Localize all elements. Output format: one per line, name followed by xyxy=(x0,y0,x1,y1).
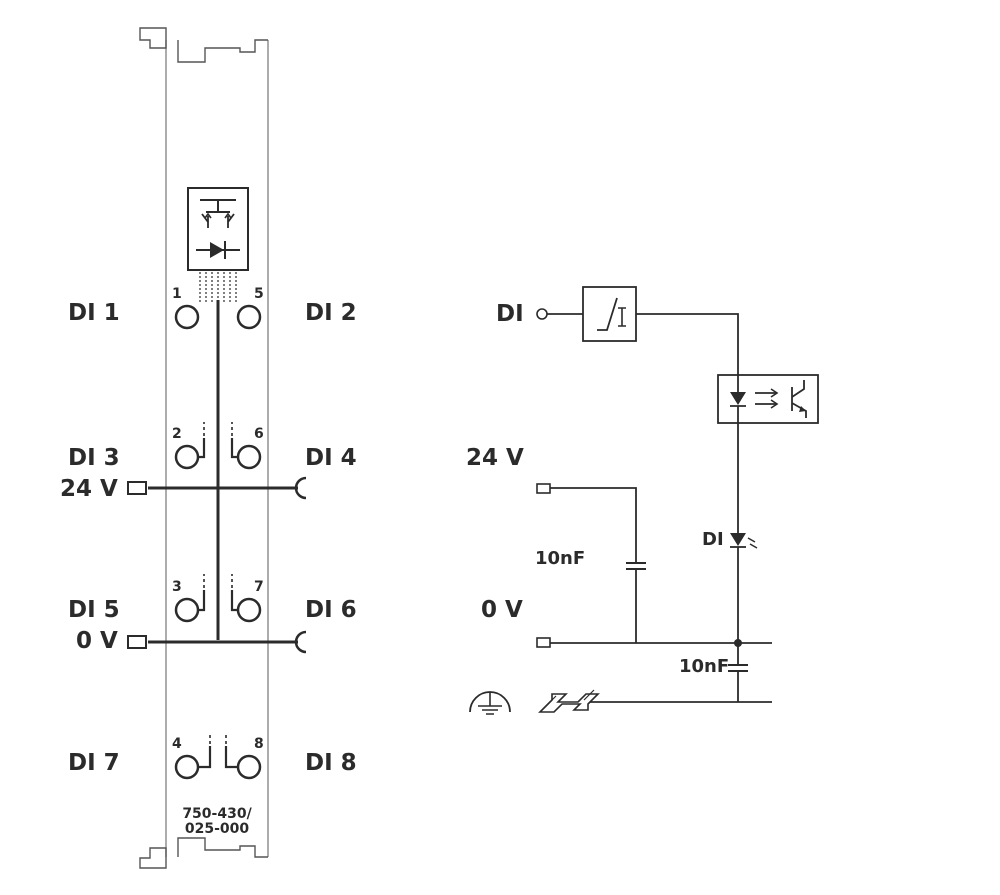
schematic-terminal-0v xyxy=(536,637,551,648)
pin-number-3: 3 xyxy=(172,579,182,595)
terminal-1 xyxy=(174,304,200,330)
capacitor-1-label: 10nF xyxy=(535,548,585,569)
label-di8: DI 8 xyxy=(305,750,357,776)
terminal-5 xyxy=(236,304,262,330)
led-symbol xyxy=(730,533,746,546)
pin-number-2: 2 xyxy=(172,426,182,442)
ground-icon xyxy=(469,691,511,715)
pin-number-6: 6 xyxy=(254,426,264,442)
terminal-24v xyxy=(127,481,147,495)
label-di7: DI 7 xyxy=(68,750,120,776)
terminal-8 xyxy=(236,754,262,780)
connector-right-0v xyxy=(294,630,307,654)
schematic-optocoupler xyxy=(717,374,819,424)
pin-number-8: 8 xyxy=(254,736,264,752)
terminal-leads xyxy=(198,422,238,769)
capacitor-1 xyxy=(626,562,646,570)
led-label: DI xyxy=(702,529,724,550)
optocoupler-block xyxy=(187,187,249,302)
label-di1: DI 1 xyxy=(68,300,120,326)
part-number-line2: 025-000 xyxy=(185,821,250,837)
terminal-7 xyxy=(236,597,262,623)
schematic-label-0v: 0 V xyxy=(481,597,523,623)
connector-right-24v xyxy=(294,476,307,500)
schematic-terminal-24v xyxy=(536,483,551,494)
pin-number-5: 5 xyxy=(254,286,264,302)
input-filter-block xyxy=(582,286,637,342)
schematic xyxy=(469,286,819,715)
label-di5: DI 5 xyxy=(68,597,120,623)
pin-number-4: 4 xyxy=(172,736,182,752)
schematic-label-24v: 24 V xyxy=(466,445,524,471)
capacitor-2-label: 10nF xyxy=(679,656,729,677)
part-number-line1: 750-430/ xyxy=(182,806,252,822)
label-0v-left: 0 V xyxy=(76,628,118,654)
module-housing xyxy=(139,27,269,869)
pin-number-1: 1 xyxy=(172,286,182,302)
terminal-2 xyxy=(174,444,200,470)
label-di3: DI 3 xyxy=(68,445,120,471)
schematic-label-di: DI xyxy=(496,301,524,327)
terminal-4 xyxy=(174,754,200,780)
din-rail-icon xyxy=(538,689,600,713)
terminal-0v xyxy=(127,635,147,649)
label-di4: DI 4 xyxy=(305,445,357,471)
label-di2: DI 2 xyxy=(305,300,357,326)
input-terminal-symbol xyxy=(536,308,548,320)
terminal-3 xyxy=(174,597,200,623)
label-24v-left: 24 V xyxy=(60,476,118,502)
pin-number-7: 7 xyxy=(254,579,264,595)
label-di6: DI 6 xyxy=(305,597,357,623)
capacitor-2 xyxy=(728,664,748,672)
terminal-6 xyxy=(236,444,262,470)
